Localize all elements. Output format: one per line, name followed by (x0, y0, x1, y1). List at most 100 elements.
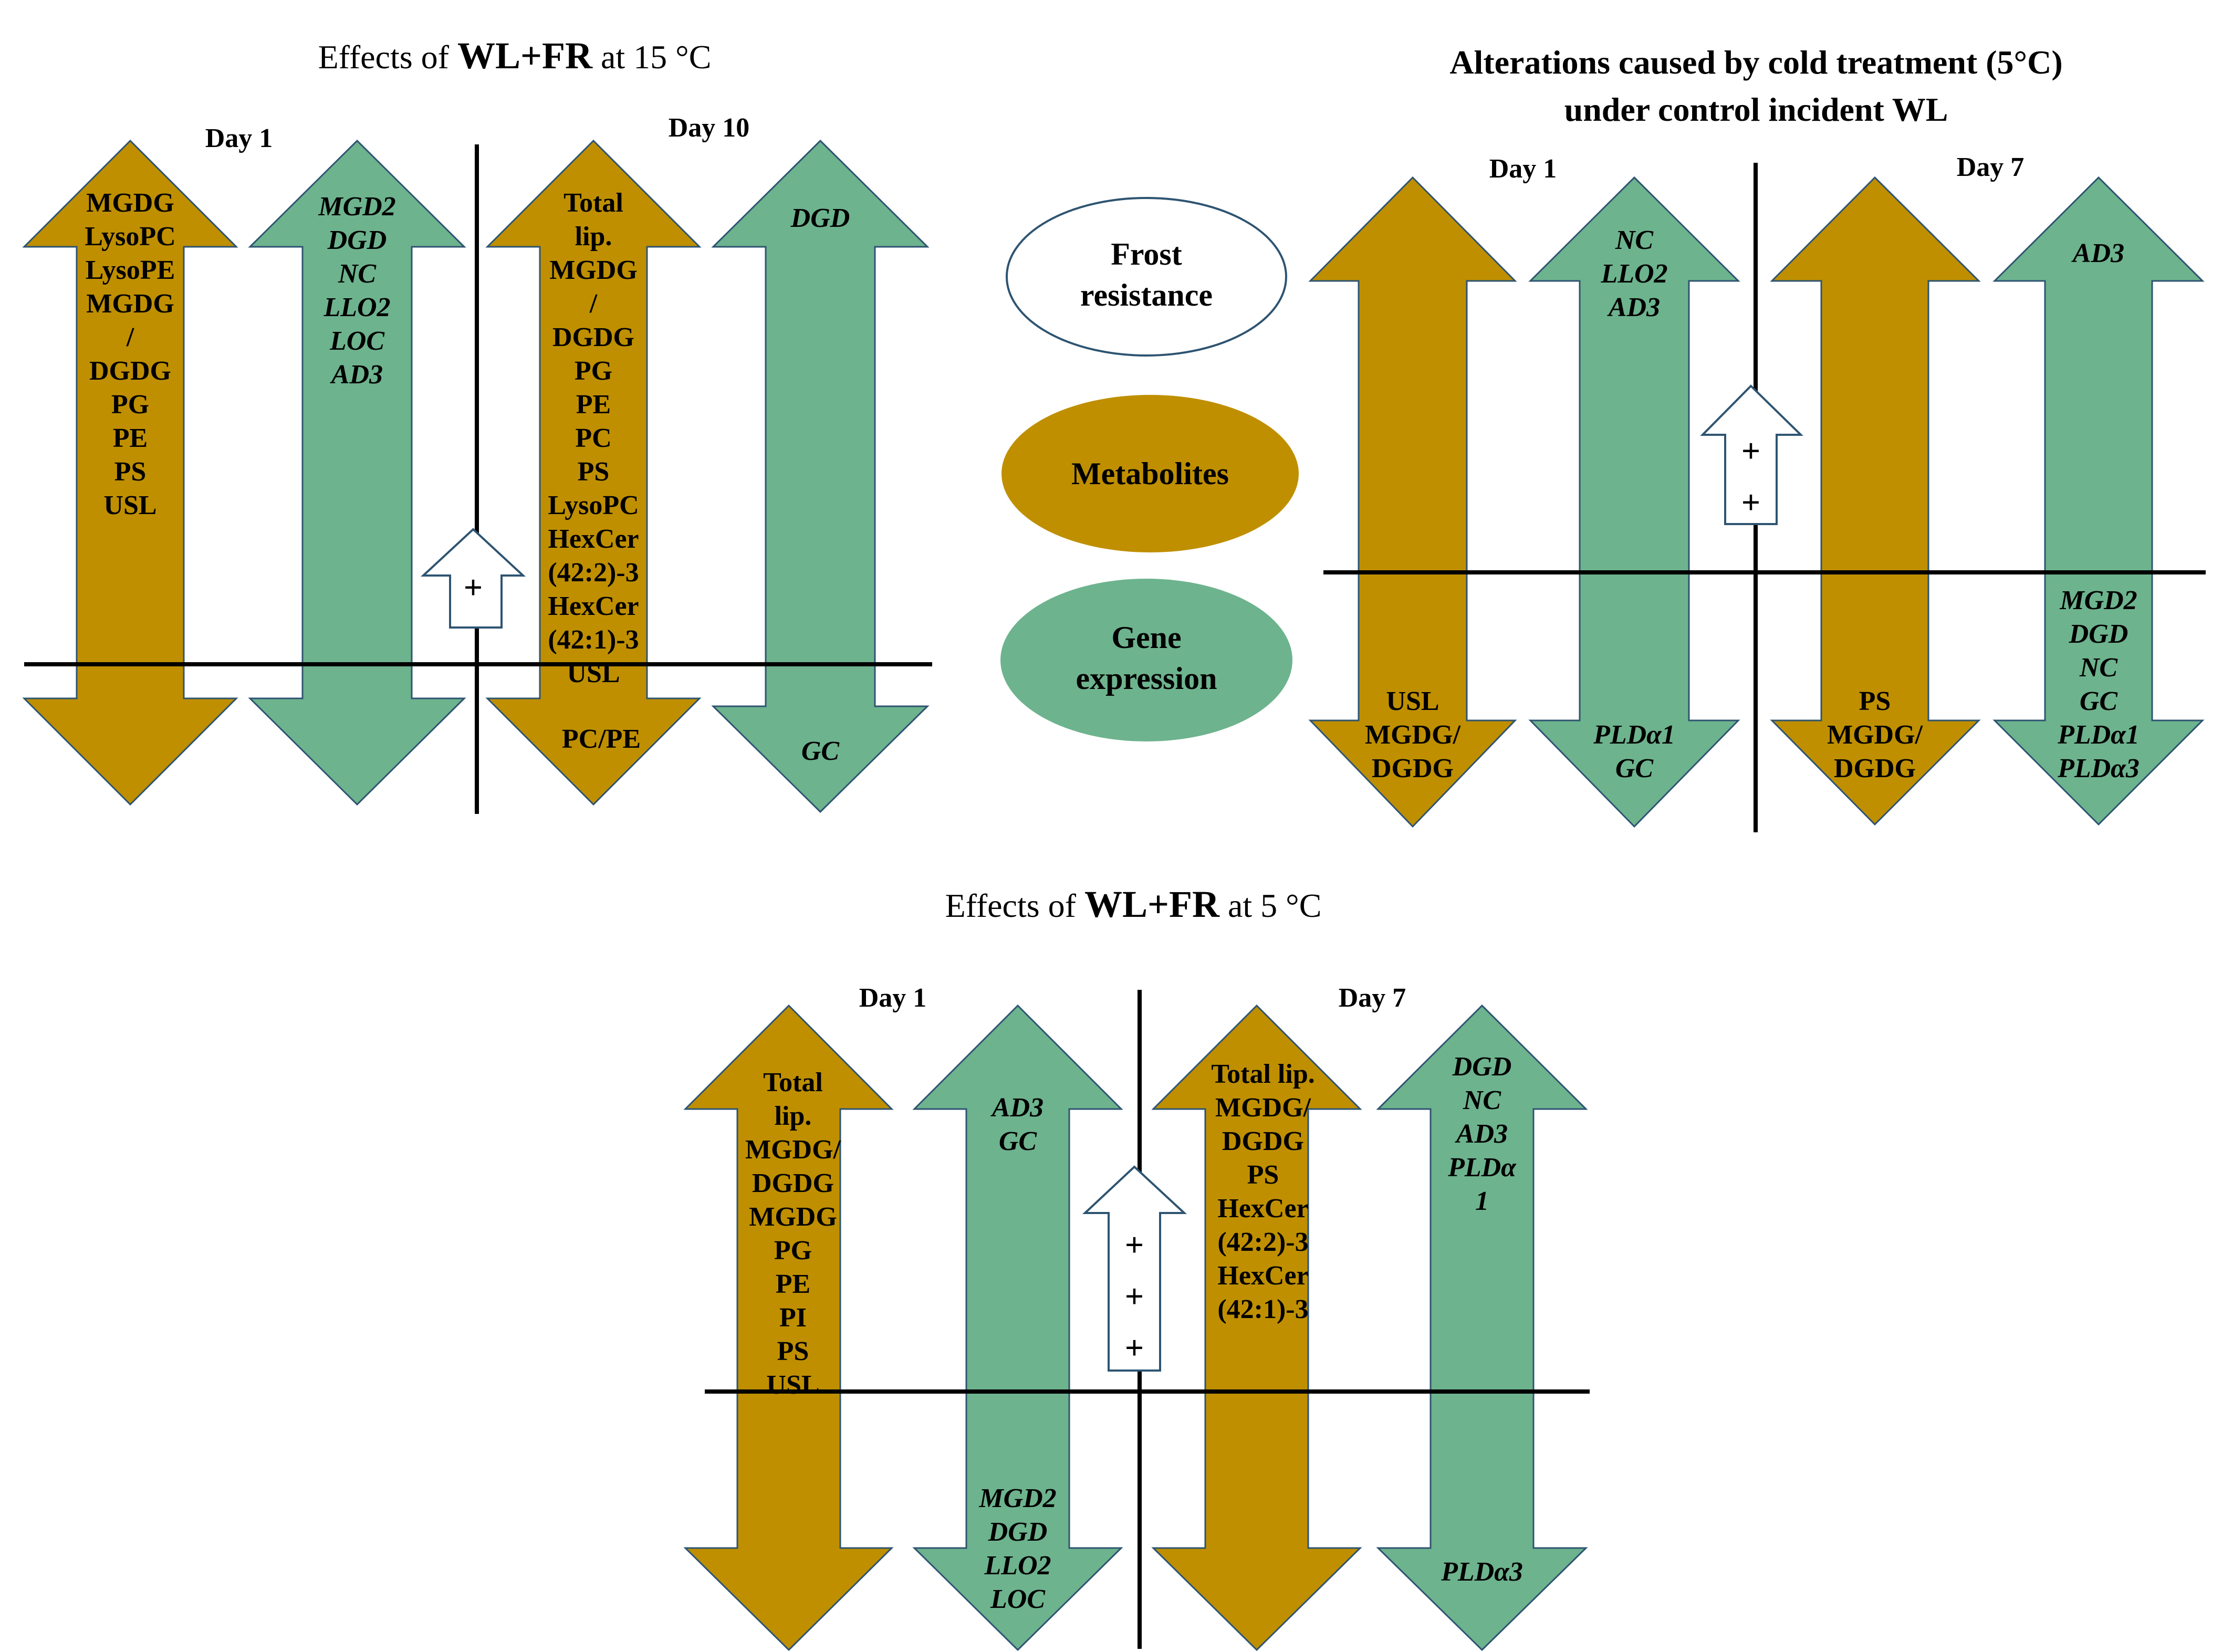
gene-label: DGD (2069, 619, 2128, 649)
lipid-label: PS (578, 457, 610, 487)
metabolite-arrow (485, 139, 702, 806)
gene-label: PLDα3 (2057, 754, 2140, 783)
panel-5c-day1-lipids-up: Total lip. MGDG/ DGDG MGDG PG PE PI PS U… (745, 1068, 841, 1400)
lipid-label: PC (575, 423, 611, 453)
panel-wlfr-15c: Effects of WL+FR at 15 °C Day 1 Day 10 +… (22, 35, 932, 814)
panel-15c-day1-genes-up: MGD2 DGD NC LLO2 LOC AD3 (318, 192, 395, 390)
lipid-label: MGDG (549, 255, 638, 285)
legend-metabolites (1001, 395, 1299, 552)
lipid-label: PS (777, 1336, 809, 1366)
panel-cold-title-line-2: under control incident WL (1564, 91, 1948, 128)
gene-label: NC (1615, 225, 1654, 255)
lipid-label: PE (576, 390, 611, 420)
panel-5c-day-1-label: Day 1 (859, 983, 927, 1013)
panel-cold-control: Alterations caused by cold treatment (5°… (1308, 44, 2206, 832)
legend-metabolites-label: Metabolites (1071, 456, 1229, 491)
gene-label: NC (2079, 653, 2119, 683)
lipid-label: MGDG/ (1215, 1093, 1311, 1123)
lipid-label: DGDG (1834, 754, 1916, 783)
lipid-label: PG (575, 356, 612, 386)
gene-label: AD3 (2071, 238, 2124, 268)
lipid-label: MGDG (86, 289, 174, 319)
gene-arrow (711, 139, 930, 813)
frost-sign: + (1125, 1278, 1144, 1315)
lipid-label: HexCer (548, 591, 639, 621)
lipid-label: DGDG (752, 1168, 834, 1198)
lipid-label: PS (1859, 686, 1891, 716)
legend-genes-label: Gene (1111, 620, 1181, 655)
frost-sign: + (1125, 1329, 1144, 1366)
lipid-label: / (126, 322, 134, 352)
panel-cold-day-1-label: Day 1 (1489, 154, 1557, 184)
legend-gene-expression (1000, 579, 1292, 741)
gene-label: DGD (790, 203, 850, 233)
gene-label: LLO2 (1600, 259, 1667, 289)
panel-15c-day10-lipids-down: PC/PE (562, 724, 641, 754)
gene-label: PLDα3 (1441, 1557, 1523, 1587)
metabolite-arrow (683, 1004, 894, 1651)
lipid-label: DGDG (552, 322, 634, 352)
panel-5c-day7-genes-down: PLDα3 (1441, 1557, 1523, 1587)
panel-cold-day7-genes-up: AD3 (2071, 238, 2124, 268)
lipid-label: Total (763, 1068, 823, 1097)
frost-resistance-arrow (1700, 384, 1803, 525)
panel-cold-day1-genes-down: PLDα1 GC (1593, 720, 1675, 783)
gene-label: AD3 (330, 360, 383, 390)
lipid-label: (42:1)-3 (548, 625, 639, 655)
gene-label: LLO2 (984, 1551, 1051, 1581)
gene-label: GC (801, 736, 840, 766)
metabolite-arrow (1770, 176, 1981, 826)
gene-label: LOC (329, 326, 385, 356)
panel-cold-day7-lipids-down: PS MGDG/ DGDG (1827, 686, 1923, 783)
gene-arrow (1528, 176, 1740, 828)
panel-15c-title: Effects of WL+FR at 15 °C (318, 35, 712, 77)
gene-label: LOC (990, 1584, 1046, 1614)
gene-label: 1 (1475, 1186, 1489, 1216)
lipid-label: USL (766, 1370, 819, 1400)
gene-label: AD3 (990, 1093, 1044, 1123)
gene-label: DGD (327, 225, 387, 255)
panel-cold-day7-genes-down: MGD2 DGD NC GC PLDα1 PLDα3 (2057, 585, 2140, 783)
lipid-label: HexCer (548, 524, 639, 554)
lipid-label: HexCer (1217, 1194, 1308, 1224)
panel-15c-day1-lipids-up: MGDG LysoPC LysoPE MGDG / DGDG PG PE PS … (85, 188, 175, 520)
gene-label: NC (1463, 1085, 1502, 1115)
gene-label: DGD (1452, 1052, 1512, 1082)
lipid-label: Total lip. (1211, 1059, 1315, 1089)
gene-label: PLDα (1447, 1153, 1517, 1183)
frost-sign: + (464, 569, 483, 606)
panel-cold-day1-lipids-down: USL MGDG/ DGDG (1365, 686, 1461, 783)
gene-label: GC (999, 1126, 1038, 1156)
panel-5c-day1-genes-up: AD3 GC (990, 1093, 1044, 1156)
legend-frost-label: resistance (1080, 278, 1213, 312)
panel-cold-day1-genes-up: NC LLO2 AD3 (1600, 225, 1667, 322)
panel-15c-day10-genes-up: DGD (790, 203, 850, 233)
frost-sign: + (1741, 432, 1760, 469)
panel-5c-frost-signs: + + + (1125, 1226, 1144, 1366)
gene-label: LLO2 (323, 292, 390, 322)
gene-label: AD3 (1455, 1119, 1508, 1149)
panel-5c-day7-genes-up: DGD NC AD3 PLDα 1 (1447, 1052, 1517, 1216)
panel-15c-day10-lipids-up: Total lip. MGDG / DGDG PG PE PC PS LysoP… (548, 188, 639, 688)
lipid-label: DGDG (89, 356, 171, 386)
gene-label: PLDα1 (2057, 720, 2140, 750)
lipid-label: LysoPE (86, 255, 175, 285)
lipid-label: USL (103, 490, 156, 520)
legend: Frost resistance Metabolites Gene expres… (1000, 197, 1299, 741)
gene-arrow (248, 139, 466, 806)
panel-5c-day1-genes-down: MGD2 DGD LLO2 LOC (978, 1483, 1056, 1614)
panel-5c-title: Effects of WL+FR at 5 °C (945, 883, 1322, 925)
panel-5c-day-7-label: Day 7 (1339, 983, 1406, 1013)
lipid-label: PS (114, 457, 147, 487)
gene-label: AD3 (1607, 292, 1660, 322)
gene-arrow (1376, 1004, 1588, 1651)
lipid-label: PG (111, 390, 149, 420)
frost-sign: + (1741, 484, 1760, 521)
lipid-label: MGDG (86, 188, 174, 218)
lipid-label: MGDG/ (1827, 720, 1923, 750)
metabolite-arrow (22, 139, 238, 806)
panel-15c-day10-genes-down: GC (801, 736, 840, 766)
lipid-label: PE (776, 1269, 810, 1299)
legend-frost-resistance (1006, 197, 1287, 357)
